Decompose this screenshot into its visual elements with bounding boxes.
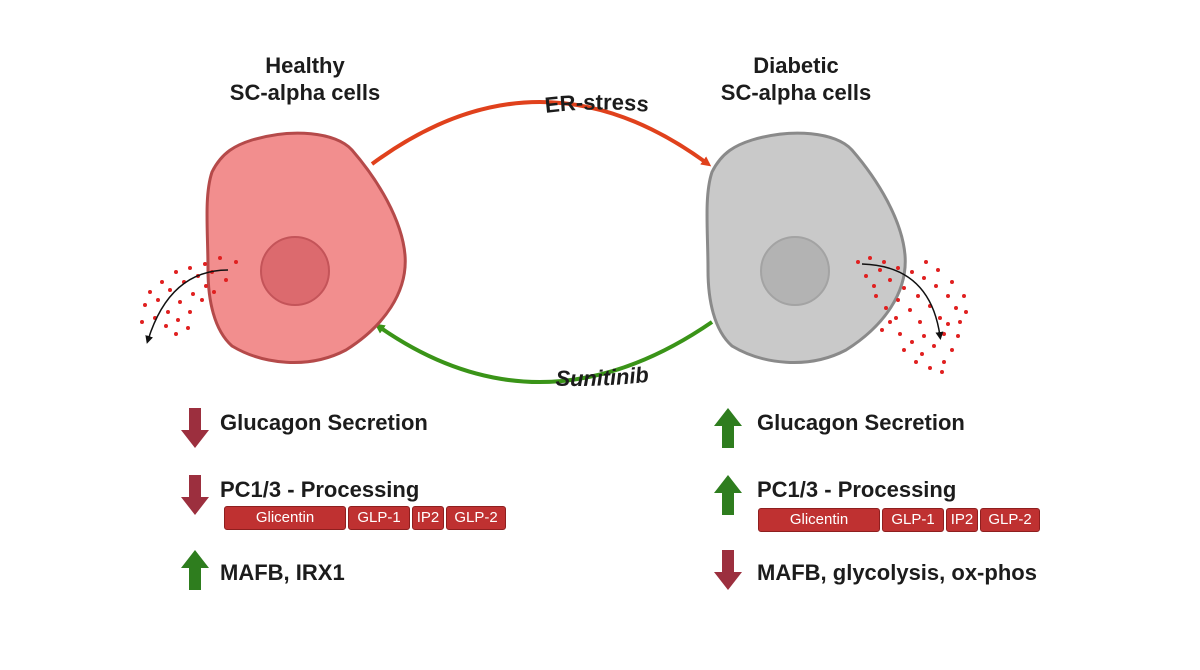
sunitinib-arrow [374, 320, 714, 384]
up-arrow-icon [181, 550, 209, 590]
healthy-secretion-arrow [145, 269, 229, 344]
peptide-glicentin: Glicentin [758, 508, 880, 532]
diabetic-glucagon-label: Glucagon Secretion [757, 410, 965, 435]
diabetic-cells-title: Diabetic SC-alpha cells [646, 52, 946, 106]
diabetic-mafb-label: MAFB, glycolysis, ox-phos [757, 560, 1037, 585]
up-arrow-icon [714, 475, 742, 515]
diabetic-peptide-chain: Glicentin GLP-1 IP2 GLP-2 [758, 508, 1040, 532]
er-stress-arrow [370, 100, 712, 167]
up-arrow-icon [714, 408, 742, 448]
er-stress-label: ER-stress [544, 89, 650, 117]
healthy-granules [140, 256, 238, 336]
peptide-ip2: IP2 [412, 506, 444, 530]
peptide-glp2: GLP-2 [980, 508, 1040, 532]
peptide-glp1: GLP-1 [882, 508, 944, 532]
healthy-pc13-label: PC1/3 - Processing [220, 477, 420, 502]
diabetic-title-line2: SC-alpha cells [720, 80, 872, 105]
healthy-cell [205, 131, 407, 364]
diabetic-nucleus [760, 236, 830, 306]
peptide-glp1: GLP-1 [348, 506, 410, 530]
peptide-glp2: GLP-2 [446, 506, 506, 530]
down-arrow-icon [714, 550, 742, 590]
healthy-mafb-label: MAFB, IRX1 [220, 560, 345, 585]
diabetic-title-line1: Diabetic [753, 53, 839, 78]
sunitinib-label: Sunitinib [555, 362, 650, 391]
diabetic-secretion-arrow [861, 263, 944, 340]
diabetic-pc13-label: PC1/3 - Processing [757, 477, 957, 502]
peptide-ip2: IP2 [946, 508, 978, 532]
diabetic-granules [856, 256, 968, 374]
healthy-title-line2: SC-alpha cells [229, 80, 381, 105]
healthy-peptide-chain: Glicentin GLP-1 IP2 GLP-2 [224, 506, 506, 530]
peptide-glicentin: Glicentin [224, 506, 346, 530]
diabetic-cell [705, 131, 907, 364]
down-arrow-icon [181, 408, 209, 448]
healthy-glucagon-label: Glucagon Secretion [220, 410, 428, 435]
down-arrow-icon [181, 475, 209, 515]
healthy-nucleus [260, 236, 330, 306]
healthy-title-line1: Healthy [265, 53, 345, 78]
healthy-cells-title: Healthy SC-alpha cells [155, 52, 455, 106]
